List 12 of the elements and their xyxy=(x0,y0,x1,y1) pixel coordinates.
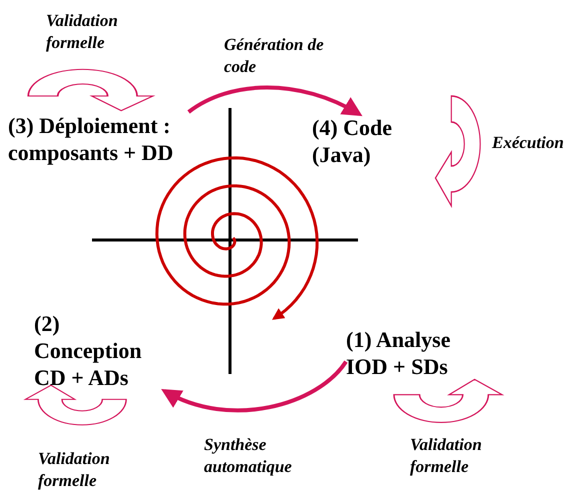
activity-label: Exécution xyxy=(492,132,565,154)
curved-arrow xyxy=(187,86,363,116)
phase-label: (4) Code (Java) xyxy=(312,114,394,168)
phase-label: (1) Analyse IOD + SDs xyxy=(346,326,452,380)
edge-label: Génération de code xyxy=(224,34,324,78)
curved-arrow xyxy=(160,360,348,412)
activity-label: Validation formelle xyxy=(38,448,111,492)
activity-label: Validation formelle xyxy=(46,10,119,54)
phase-label: (3) Déploiement : composants + DD xyxy=(8,112,174,166)
edge-label: Synthèse automatique xyxy=(204,434,293,478)
activity-label: Validation formelle xyxy=(410,434,483,478)
phase-label: (2) Conception CD + ADs xyxy=(34,310,143,391)
